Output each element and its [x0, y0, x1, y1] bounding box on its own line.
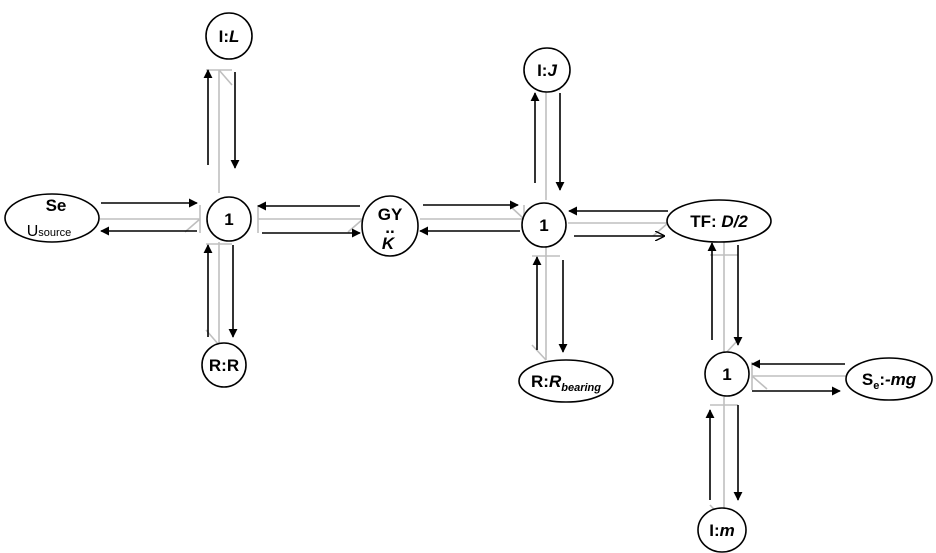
- i-m-param: m: [720, 521, 735, 540]
- se-source-top: Se: [46, 196, 67, 215]
- node-i-l: I:L: [205, 12, 253, 60]
- svg-text:TF: D/2: TF: D/2: [690, 212, 748, 231]
- se-source-bottom: U: [27, 223, 39, 240]
- signal-arrows: [100, 69, 845, 501]
- junction-1-left-label: 1: [224, 210, 233, 229]
- i-j-prefix: I:: [537, 61, 547, 80]
- r-bearing-prefix: R:: [531, 372, 549, 391]
- node-junction-1-mid: 1: [521, 202, 567, 248]
- node-junction-1-right: 1: [704, 351, 750, 397]
- junction-1-right-label: 1: [722, 365, 731, 384]
- node-r-r: R:R: [201, 342, 247, 388]
- svg-text:Se:-mg: Se:-mg: [862, 370, 917, 392]
- tf-prefix: TF:: [690, 212, 721, 231]
- svg-text:Usource: Usource: [27, 223, 72, 240]
- i-m-prefix: I:: [709, 521, 719, 540]
- se-mg-prefix-sub: e: [873, 380, 879, 392]
- tf-param: D/2: [721, 212, 748, 231]
- node-gyrator: GY .. K: [361, 195, 419, 257]
- se-mg-param: -mg: [885, 370, 917, 389]
- node-se-source: Se Usource: [4, 193, 100, 243]
- r-r-param: R: [227, 356, 239, 375]
- node-junction-1-left: 1: [206, 196, 252, 242]
- r-bearing-param: R: [549, 372, 562, 391]
- node-transformer: TF: D/2: [666, 199, 772, 243]
- i-l-param: L: [229, 27, 239, 46]
- svg-text:I:J: I:J: [537, 61, 557, 80]
- i-j-param: J: [547, 61, 557, 80]
- gy-top: GY: [378, 205, 403, 224]
- svg-text:R:Rbearing: R:Rbearing: [531, 372, 601, 394]
- node-se-mg: Se:-mg: [845, 357, 933, 401]
- i-l-prefix: I:: [219, 27, 229, 46]
- node-r-bearing: R:Rbearing: [518, 359, 614, 403]
- svg-text:I:m: I:m: [709, 521, 735, 540]
- r-bearing-param-sub: bearing: [561, 382, 601, 394]
- svg-text:R:R: R:R: [209, 356, 239, 375]
- svg-text:I:L: I:L: [219, 27, 240, 46]
- node-i-j: I:J: [523, 47, 571, 93]
- se-source-bottom-sub: source: [38, 227, 71, 239]
- gy-param: K: [382, 234, 396, 253]
- se-mg-sep: :: [879, 370, 885, 389]
- node-i-m: I:m: [697, 507, 747, 553]
- gy-dots: ..: [385, 218, 394, 237]
- se-mg-prefix: S: [862, 370, 873, 389]
- junction-1-mid-label: 1: [539, 216, 548, 235]
- r-r-prefix: R:: [209, 356, 227, 375]
